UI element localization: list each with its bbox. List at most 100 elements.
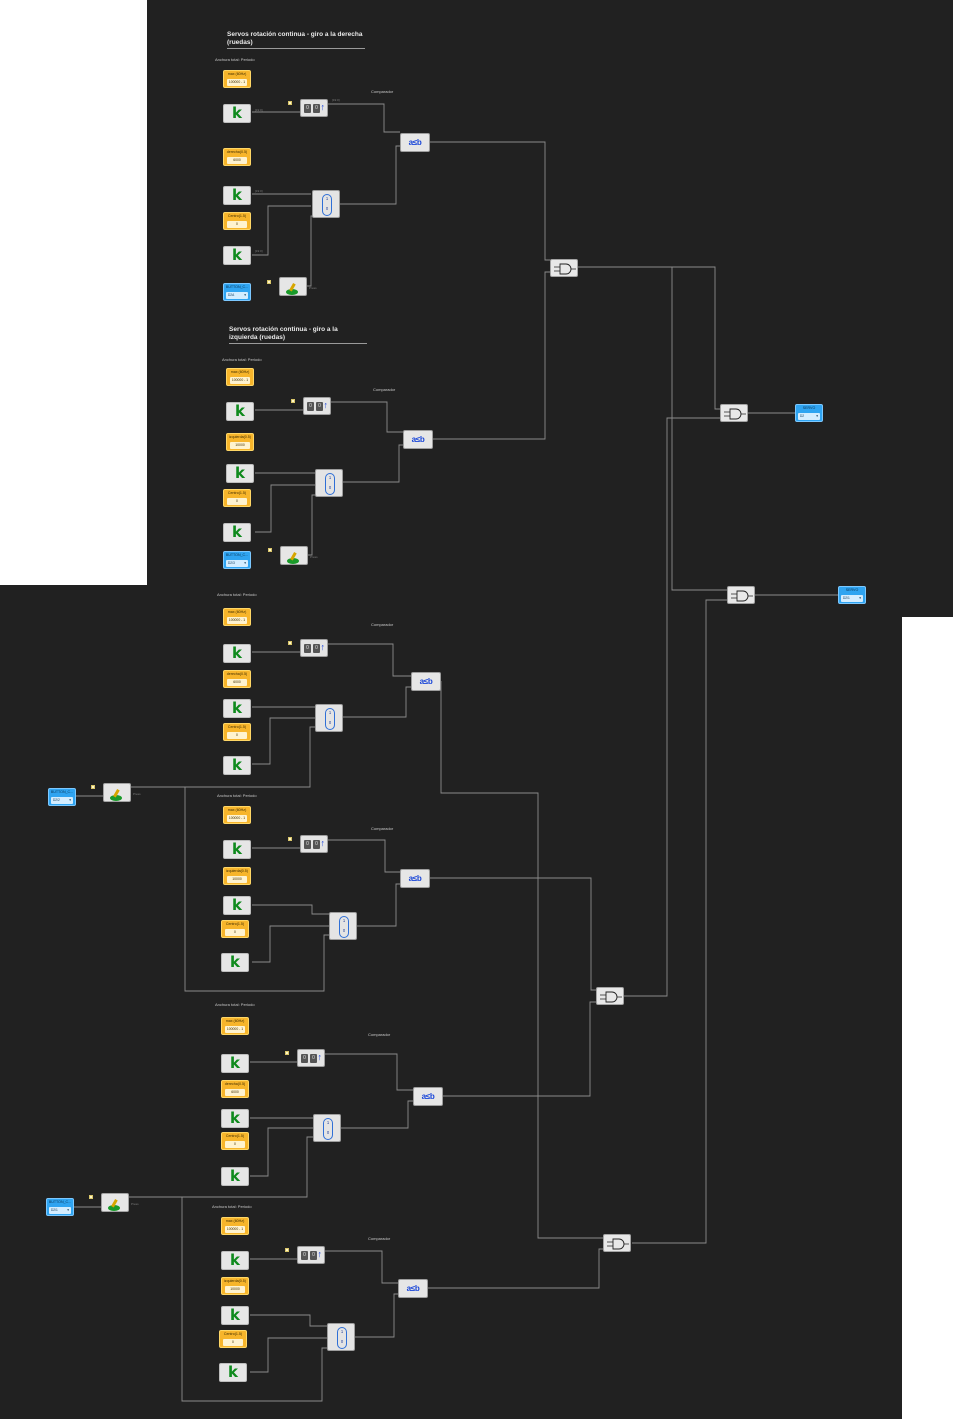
constant-k-block[interactable]: k bbox=[223, 840, 251, 859]
constant-k-block[interactable]: k bbox=[223, 246, 251, 265]
up-arrow-icon: ↑ bbox=[323, 400, 329, 410]
constant-k-block[interactable]: k bbox=[223, 699, 251, 718]
constant-centro[interactable]: Centro(1.5)0 bbox=[221, 1132, 249, 1150]
up-arrow-icon: ↑ bbox=[317, 1052, 323, 1062]
dropdown-icon[interactable]: ▾ bbox=[816, 414, 818, 418]
button-input-block[interactable]: BUTTON_C...D2/1▾ bbox=[46, 1198, 74, 1216]
clock-marker bbox=[288, 837, 292, 841]
constant-k-block[interactable]: k bbox=[221, 1251, 249, 1270]
comparator-block[interactable]: a≤b bbox=[403, 430, 433, 449]
dropdown-icon[interactable]: ▾ bbox=[69, 798, 71, 802]
group-label: Anchura total: Periodo bbox=[217, 592, 257, 597]
constant-centro[interactable]: Centro(1.5)0 bbox=[219, 1330, 247, 1348]
constant-k-block[interactable]: k bbox=[221, 953, 249, 972]
comparator-label: Comparador bbox=[368, 1236, 391, 1241]
constant-k-block[interactable]: k bbox=[226, 464, 254, 483]
button-debounce-block[interactable] bbox=[101, 1193, 129, 1212]
group-label: Anchura total: Periodo bbox=[222, 357, 262, 362]
bits-label: [19:0] bbox=[255, 108, 263, 112]
constant-max[interactable]: max (60Hz)100000 - 1 bbox=[223, 70, 251, 88]
section-title-left: Servos rotación continua - giro a la izq… bbox=[229, 326, 367, 344]
constant-k-block[interactable]: k bbox=[221, 1054, 249, 1073]
comparator-block[interactable]: a≤b bbox=[411, 672, 441, 691]
group-label: Anchura total: Periodo bbox=[212, 1204, 252, 1209]
comparator-block[interactable]: a≤b bbox=[398, 1279, 428, 1298]
constant-izquierda[interactable]: izquierda(0.5)10000 bbox=[226, 433, 254, 451]
comparator-label: Comparador bbox=[371, 826, 394, 831]
dropdown-icon[interactable]: ▾ bbox=[859, 596, 861, 600]
constant-k-block[interactable]: k bbox=[219, 1363, 247, 1382]
constant-derecha[interactable]: derecha(0.5)6000 bbox=[223, 670, 251, 688]
comparator-label: Comparador bbox=[371, 622, 394, 627]
dropdown-icon[interactable]: ▾ bbox=[244, 293, 246, 297]
comparator-block[interactable]: a≤b bbox=[400, 869, 430, 888]
comparator-label: Comparador bbox=[371, 89, 394, 94]
comparator-block[interactable]: a≤b bbox=[413, 1087, 443, 1106]
constant-k-block[interactable]: k bbox=[226, 402, 254, 421]
clock-marker bbox=[288, 641, 292, 645]
constant-max[interactable]: max (60Hz)100000 - 1 bbox=[221, 1017, 249, 1035]
button-input-block[interactable]: BUTTON_C...D2A▾ bbox=[223, 283, 251, 301]
up-arrow-icon: ↑ bbox=[317, 1249, 323, 1259]
and-gate[interactable] bbox=[550, 259, 578, 277]
constant-max[interactable]: max (60Hz)100000 - 1 bbox=[223, 806, 251, 824]
clock-marker bbox=[91, 785, 95, 789]
button-debounce-block[interactable] bbox=[103, 783, 131, 802]
button-input-block[interactable]: BUTTON_C...D2/3▾ bbox=[223, 551, 251, 569]
constant-max[interactable]: max (60Hz)100000 - 1 bbox=[223, 608, 251, 626]
constant-centro[interactable]: Centro(1.5)0 bbox=[223, 723, 251, 741]
clock-marker bbox=[89, 1195, 93, 1199]
constant-k-block[interactable]: k bbox=[223, 186, 251, 205]
dropdown-icon[interactable]: ▾ bbox=[244, 561, 246, 565]
dropdown-icon[interactable]: ▾ bbox=[67, 1208, 69, 1212]
group-label: Anchura total: Periodo bbox=[217, 793, 257, 798]
constant-k-block[interactable]: k bbox=[223, 523, 251, 542]
canvas-lower bbox=[0, 585, 902, 1419]
constant-max[interactable]: max (60Hz)100000 - 1 bbox=[226, 368, 254, 386]
comparator-label: Comparador bbox=[373, 387, 396, 392]
constant-k-block[interactable]: k bbox=[221, 1167, 249, 1186]
constant-centro[interactable]: Centro(1.5)0 bbox=[223, 489, 251, 507]
constant-k-block[interactable]: k bbox=[221, 1109, 249, 1128]
press-label: Press bbox=[131, 1202, 139, 1206]
constant-k-block[interactable]: k bbox=[223, 104, 251, 123]
and-gate[interactable] bbox=[603, 1234, 631, 1252]
and-gate[interactable] bbox=[596, 987, 624, 1005]
clock-marker bbox=[285, 1051, 289, 1055]
button-input-block[interactable]: BUTTON_C...D2/2▾ bbox=[48, 788, 76, 806]
constant-derecha[interactable]: derecha(0.5)6000 bbox=[223, 148, 251, 166]
and-gate[interactable] bbox=[720, 404, 748, 422]
and-gate[interactable] bbox=[727, 586, 755, 604]
button-debounce-block[interactable] bbox=[280, 546, 308, 565]
constant-max[interactable]: max (60Hz)100000 - 1 bbox=[221, 1217, 249, 1235]
constant-k-block[interactable]: k bbox=[223, 644, 251, 663]
constant-izquierda[interactable]: izquierda(0.5)10000 bbox=[223, 867, 251, 885]
constant-centro[interactable]: Centro(1.5)0 bbox=[221, 920, 249, 938]
comparator-block[interactable]: a≤b bbox=[400, 133, 430, 152]
clock-marker bbox=[285, 1248, 289, 1252]
constant-k-block[interactable]: k bbox=[223, 896, 251, 915]
bits-label: [19:0] bbox=[255, 189, 263, 193]
constant-derecha[interactable]: derecha(0.5)6000 bbox=[221, 1080, 249, 1098]
constant-k-block[interactable]: k bbox=[221, 1306, 249, 1325]
constant-k-block[interactable]: k bbox=[223, 756, 251, 775]
constant-centro[interactable]: Centro(1.5)0 bbox=[223, 212, 251, 230]
bits-label: [19:0] bbox=[332, 98, 340, 102]
comparator-label: Comparador bbox=[368, 1032, 391, 1037]
button-debounce-block[interactable] bbox=[279, 277, 307, 296]
constant-izquierda[interactable]: izquierda(0.5)10000 bbox=[221, 1277, 249, 1295]
